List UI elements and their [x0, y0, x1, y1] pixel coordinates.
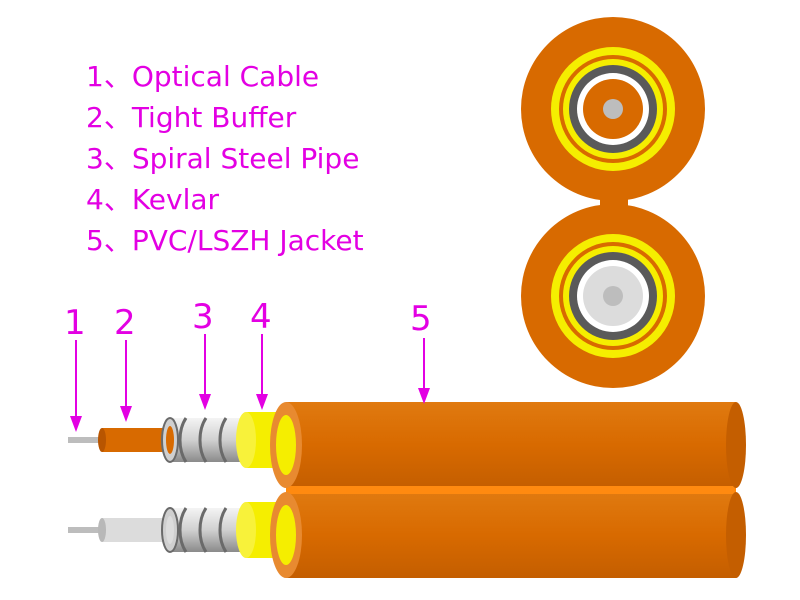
callout-number-4: 4 — [250, 297, 272, 337]
bottom-kevlar-end — [236, 502, 256, 558]
callout-number-2: 2 — [114, 303, 136, 343]
bottom-fiber-core — [603, 286, 623, 306]
cross-section-top-unit — [521, 17, 705, 201]
callout-number-5: 5 — [410, 299, 432, 339]
callout-1: 1 — [64, 303, 86, 432]
legend-list: 1、Optical Cable 2、Tight Buffer 3、Spiral … — [86, 56, 364, 261]
legend-item-spiral-steel-pipe: 3、Spiral Steel Pipe — [86, 142, 360, 175]
legend-item-jacket: 5、PVC/LSZH Jacket — [86, 224, 364, 257]
callout-2: 2 — [114, 303, 136, 422]
callout-number-3: 3 — [192, 297, 214, 337]
callouts: 1 2 3 4 5 — [64, 297, 432, 432]
legend-item-tight-buffer: 2、Tight Buffer — [86, 101, 297, 134]
top-tight-buffer-end — [98, 428, 106, 452]
callout-3: 3 — [192, 297, 214, 410]
cross-section-bottom-unit — [521, 204, 705, 388]
legend-item-kevlar: 4、Kevlar — [86, 183, 220, 216]
side-view — [68, 402, 746, 578]
top-kevlar-end — [236, 412, 256, 468]
callout-5: 5 — [410, 299, 432, 404]
cross-section — [521, 17, 705, 388]
callout-number-1: 1 — [64, 303, 86, 343]
callout-4: 4 — [250, 297, 272, 410]
jacket-body — [270, 402, 746, 578]
bottom-tight-buffer — [102, 518, 172, 542]
top-tight-buffer — [102, 428, 172, 452]
legend-item-optical-cable: 1、Optical Cable — [86, 60, 320, 93]
top-fiber-core — [603, 99, 623, 119]
bottom-tight-buffer-end — [98, 518, 106, 542]
